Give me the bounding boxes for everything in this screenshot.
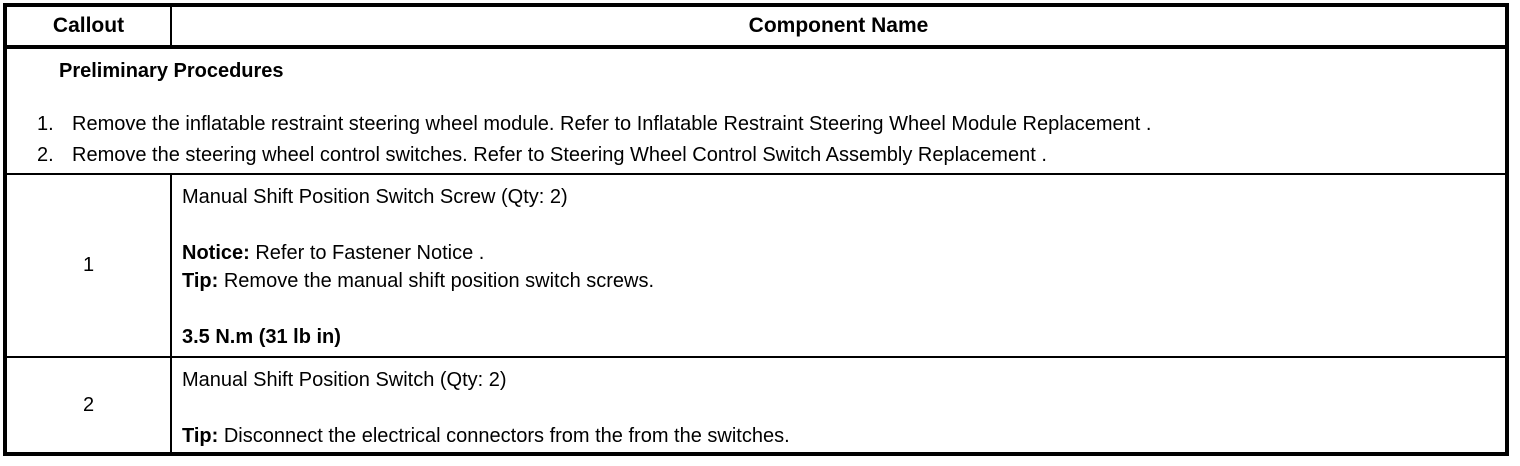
- component-cell-2: Manual Shift Position Switch (Qty: 2) Ti…: [171, 357, 1507, 454]
- spacer: [182, 211, 1495, 239]
- tip-label: Tip:: [182, 425, 219, 447]
- preliminary-procedures-title: Preliminary Procedures: [59, 60, 284, 82]
- spacer: [182, 295, 1495, 323]
- preliminary-procedures-cell: Preliminary Procedures 1. Remove the infl…: [5, 47, 1507, 175]
- spacer: [7, 85, 1505, 109]
- tip-text: Remove the manual shift position switch …: [218, 270, 655, 292]
- callout-column-header: Callout: [5, 5, 172, 49]
- torque-spec: 3.5 N.m (31 lb in): [182, 326, 341, 348]
- step-text: Remove the inflatable restraint steering…: [72, 113, 1152, 135]
- table-row: 1 Manual Shift Position Switch Screw (Qt…: [5, 174, 1507, 358]
- callout-number-2: 2: [5, 357, 172, 454]
- table-row: 2 Manual Shift Position Switch (Qty: 2) …: [5, 357, 1507, 454]
- table-header-row: Callout Component Name: [5, 5, 1507, 49]
- component-cell-1: Manual Shift Position Switch Screw (Qty:…: [171, 174, 1507, 358]
- callout-number-1: 1: [5, 174, 172, 358]
- tip-label: Tip:: [182, 270, 219, 292]
- tip-line: Tip: Remove the manual shift position sw…: [182, 267, 1495, 295]
- notice-text: Refer to Fastener Notice .: [249, 242, 485, 264]
- preliminary-step-2: 2. Remove the steering wheel control swit…: [7, 140, 1505, 171]
- spacer: [182, 394, 1495, 422]
- component-callout-table: Callout Component Name Preliminary Proce…: [3, 3, 1509, 456]
- step-number: 2.: [37, 144, 54, 166]
- component-name-column-header: Component Name: [171, 5, 1507, 49]
- component-name-text: Manual Shift Position Switch Screw (Qty:…: [182, 186, 568, 208]
- preliminary-step-1: 1. Remove the inflatable restraint steeri…: [7, 109, 1505, 140]
- component-name-text: Manual Shift Position Switch (Qty: 2): [182, 369, 507, 391]
- step-text: Remove the steering wheel control switch…: [72, 144, 1047, 166]
- step-number: 1.: [37, 113, 54, 135]
- notice-label: Notice:: [182, 242, 250, 264]
- preliminary-procedures-row: Preliminary Procedures 1. Remove the infl…: [5, 47, 1507, 175]
- tip-text: Disconnect the electrical connectors fro…: [218, 425, 790, 447]
- notice-line: Notice: Refer to Fastener Notice .: [182, 239, 1495, 267]
- tip-line: Tip: Disconnect the electrical connector…: [182, 422, 1495, 450]
